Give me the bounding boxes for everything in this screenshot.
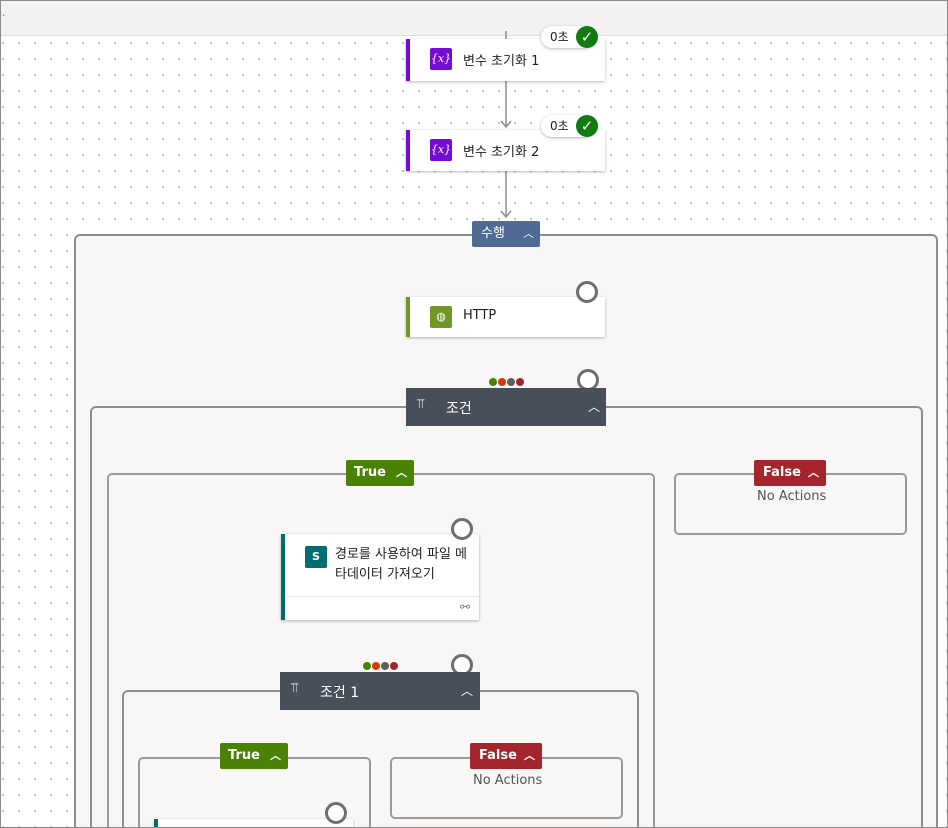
run-after-skipped-dot bbox=[381, 662, 389, 670]
duration-text: 0초 bbox=[550, 119, 569, 133]
success-check-icon: ✓ bbox=[576, 26, 598, 48]
false-branch-label: False bbox=[763, 465, 801, 480]
status-pending-icon bbox=[325, 802, 347, 824]
run-after-failed-dot bbox=[516, 378, 524, 386]
http-action-card[interactable]: ◍ HTTP bbox=[406, 297, 605, 337]
scope-label: 수행 bbox=[481, 226, 505, 241]
condition-1-header[interactable]: ⫪ 조건 1 ︿ bbox=[280, 672, 480, 710]
run-after-success-dot bbox=[489, 378, 497, 386]
variable-icon: {x} bbox=[430, 139, 452, 161]
no-actions-text: No Actions bbox=[473, 773, 543, 788]
http-globe-icon: ◍ bbox=[430, 306, 452, 328]
run-after-indicator[interactable] bbox=[489, 375, 525, 386]
condition-header[interactable]: ⫪ 조건 ︿ bbox=[406, 388, 606, 426]
success-check-icon: ✓ bbox=[576, 115, 598, 137]
http-action-label: HTTP bbox=[463, 308, 497, 323]
scope-header-button[interactable]: 수행 ︿ bbox=[472, 221, 540, 247]
toolbar-marker: · bbox=[2, 11, 6, 22]
run-after-timeout-dot bbox=[498, 378, 506, 386]
true-branch-label: True bbox=[228, 748, 260, 763]
true-branch-button[interactable]: True ︿ bbox=[346, 460, 414, 486]
run-after-timeout-dot bbox=[372, 662, 380, 670]
true-branch-label: True bbox=[354, 465, 386, 480]
false-branch-button[interactable]: False ︿ bbox=[754, 460, 826, 486]
chevron-up-icon[interactable]: ︿ bbox=[588, 400, 601, 414]
duration-text: 0초 bbox=[550, 30, 569, 44]
run-after-skipped-dot bbox=[507, 378, 515, 386]
chevron-up-icon[interactable]: ︿ bbox=[461, 684, 474, 698]
get-file-metadata-label: 경로를 사용하여 파일 메타데이터 가져오기 bbox=[335, 547, 467, 582]
run-after-failed-dot bbox=[390, 662, 398, 670]
sharepoint-icon: S bbox=[305, 546, 327, 568]
init-variable-1-label: 변수 초기화 1 bbox=[463, 54, 540, 69]
condition-1-label: 조건 1 bbox=[320, 685, 360, 701]
chevron-up-icon: ︿ bbox=[270, 749, 281, 762]
chevron-up-icon: ︿ bbox=[523, 227, 534, 240]
top-toolbar: · bbox=[1, 1, 947, 36]
chevron-up-icon: ︿ bbox=[396, 466, 407, 479]
no-actions-text: No Actions bbox=[757, 489, 827, 504]
condition-icon: ⫪ bbox=[417, 397, 425, 412]
get-file-metadata-card[interactable]: S 경로를 사용하여 파일 메타데이터 가져오기 ⚯ bbox=[281, 534, 479, 620]
status-pending-icon bbox=[451, 518, 473, 540]
false-branch-button[interactable]: False ︿ bbox=[470, 743, 542, 769]
next-action-card[interactable] bbox=[154, 819, 353, 827]
run-after-indicator[interactable] bbox=[363, 659, 399, 670]
link-icon[interactable]: ⚯ bbox=[460, 600, 471, 614]
chevron-up-icon: ︿ bbox=[524, 749, 535, 762]
init-variable-2-label: 변수 초기화 2 bbox=[463, 145, 540, 160]
run-after-success-dot bbox=[363, 662, 371, 670]
card-divider bbox=[285, 596, 479, 597]
false-branch-label: False bbox=[479, 748, 517, 763]
condition-label: 조건 bbox=[446, 401, 472, 417]
status-pending-icon bbox=[576, 281, 598, 303]
condition-icon: ⫪ bbox=[291, 681, 299, 696]
variable-icon: {x} bbox=[430, 48, 452, 70]
true-branch-button[interactable]: True ︿ bbox=[220, 743, 288, 769]
chevron-up-icon: ︿ bbox=[808, 466, 819, 479]
